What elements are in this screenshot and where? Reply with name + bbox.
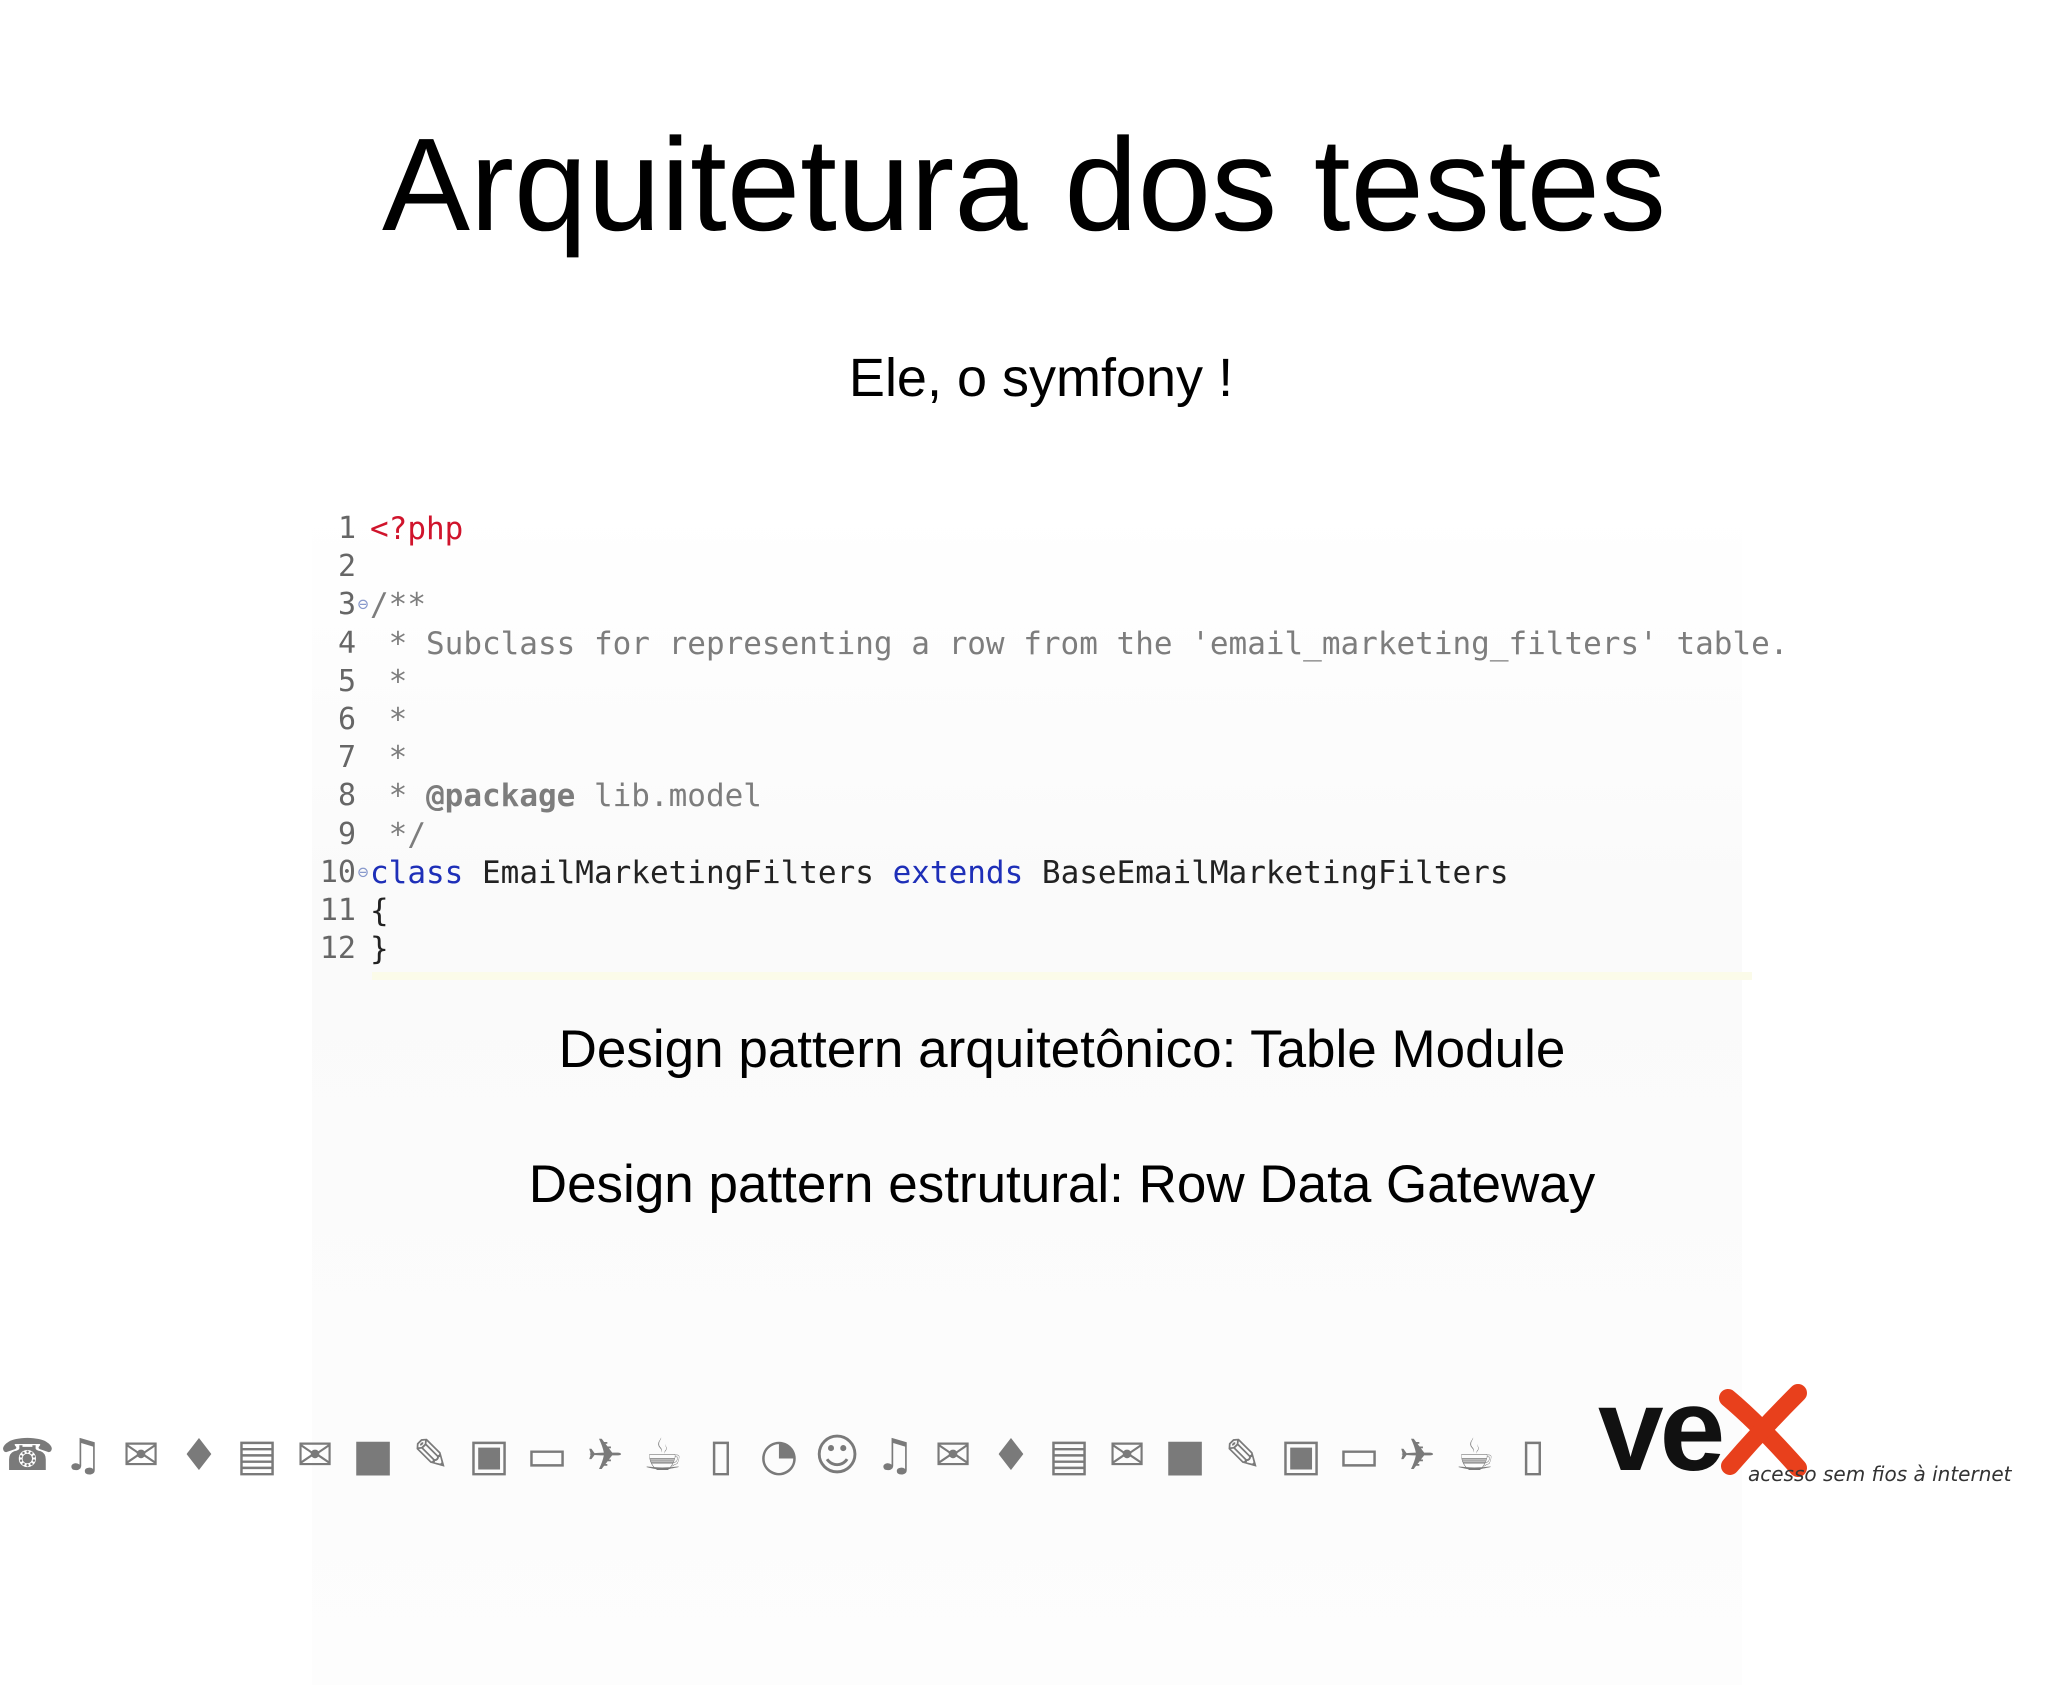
code-line: 6 * — [312, 701, 1788, 739]
line-number: 6 — [337, 701, 356, 737]
code-line: 1 <?php — [312, 510, 1788, 548]
doc-tag: @package — [426, 778, 576, 815]
class-name: EmailMarketingFilters — [463, 854, 893, 891]
logo-wordmark: ve — [1598, 1364, 1725, 1496]
line-number: 12 — [319, 931, 356, 967]
code-line: 11 { — [312, 892, 1788, 930]
code-line: 7 * — [312, 739, 1788, 777]
gift-icon: ■ — [1164, 1429, 1206, 1481]
guitar-icon: ♫ — [63, 1429, 103, 1481]
plane-icon: ✈ — [1398, 1429, 1436, 1481]
coffee-icon: ☕ — [643, 1429, 683, 1481]
line-number: 4 — [337, 625, 356, 661]
line-number: 8 — [337, 778, 356, 814]
coffee-icon: ☕ — [1455, 1429, 1495, 1481]
line-number: 2 — [337, 549, 356, 585]
line-number: 1 — [337, 511, 356, 546]
book-icon: ▤ — [1048, 1429, 1090, 1481]
mobile-icon: ▯ — [708, 1429, 734, 1481]
doc-comment-text: * — [370, 663, 408, 700]
line-number: 9 — [337, 816, 356, 852]
structural-pattern-text: Design pattern estrutural: Row Data Gate… — [528, 1155, 1596, 1214]
code-line: 9 */ — [312, 816, 1788, 854]
base-class-name: BaseEmailMarketingFilters — [1023, 854, 1509, 891]
brace-close: } — [370, 931, 389, 968]
vex-logo: ve — [1598, 1370, 1978, 1490]
slide-title: Arquitetura dos testes — [381, 111, 1667, 258]
logo-tagline: acesso sem fios à internet — [1748, 1462, 2012, 1486]
code-line: 3⊖ /** — [312, 586, 1788, 624]
code-panel — [312, 505, 1752, 1685]
line-number: 7 — [337, 740, 356, 776]
line-number: 10 — [319, 854, 356, 890]
plane-icon: ✈ — [586, 1429, 624, 1481]
doc-comment-text: * Subclass for representing a row from t… — [370, 625, 1789, 662]
line-number: 11 — [319, 892, 356, 928]
icecream-icon: ♦ — [991, 1429, 1031, 1481]
doc-comment-close: */ — [370, 816, 426, 853]
keyword-class: class — [370, 854, 464, 891]
bus-icon: ▣ — [1280, 1429, 1322, 1481]
code-line: 4 * Subclass for representing a row from… — [312, 625, 1789, 663]
code-line: 10⊖ class EmailMarketingFilters extends … — [312, 854, 1788, 892]
architectural-pattern-text: Design pattern arquitetônico: Table Modu… — [558, 1020, 1566, 1079]
line-number: 5 — [337, 663, 356, 699]
phone-icon: ☎ — [0, 1429, 55, 1481]
doc-comment-text: * — [370, 740, 408, 777]
mail-icon: ✉ — [296, 1429, 334, 1481]
gift-icon: ■ — [352, 1429, 394, 1481]
code-line: 8 * @package lib.model — [312, 777, 1788, 815]
laptop-icon: ▭ — [1338, 1429, 1380, 1481]
footer-icon-strip: ☎ ♫ ✉ ♦ ▤ ✉ ■ ✎ ▣ ▭ ✈ ☕ ▯ ◔ ☺ ♫ ✉ ♦ ▤ ✉ … — [0, 1405, 1610, 1505]
masks-icon: ☺ — [814, 1429, 860, 1481]
chat-icon: ✉ — [122, 1429, 160, 1481]
keyword-extends: extends — [892, 854, 1024, 891]
fold-toggle-icon[interactable]: ⊖ — [357, 594, 369, 616]
mobile-icon: ▯ — [1520, 1429, 1546, 1481]
pen-icon: ✎ — [412, 1429, 450, 1481]
code-line: 2 — [312, 548, 1788, 586]
code-snippet: 1 <?php 2 3⊖ /** 4 * Subclass for repres… — [312, 510, 1789, 968]
pen-icon: ✎ — [1224, 1429, 1262, 1481]
book-icon: ▤ — [236, 1429, 278, 1481]
brace-open: { — [370, 892, 389, 929]
guitar-icon: ♫ — [875, 1429, 915, 1481]
current-line-highlight — [372, 972, 1752, 980]
doc-comment-text: * — [370, 701, 408, 738]
doc-tag-value: lib.model — [575, 778, 762, 815]
doc-comment-text: * — [370, 778, 426, 815]
php-open-tag: <?php — [370, 511, 464, 547]
doc-comment-open: /** — [370, 587, 426, 624]
wifi-icon: ◔ — [759, 1429, 799, 1481]
line-number: 3 — [337, 587, 356, 623]
code-line: 12 } — [312, 930, 1788, 968]
fold-toggle-icon[interactable]: ⊖ — [357, 861, 369, 883]
slide-subtitle: Ele, o symfony ! — [848, 348, 1234, 408]
laptop-icon: ▭ — [526, 1429, 568, 1481]
icecream-icon: ♦ — [179, 1429, 219, 1481]
logo-x-mark — [1719, 1384, 1807, 1477]
mail-icon: ✉ — [1108, 1429, 1146, 1481]
chat-icon: ✉ — [934, 1429, 972, 1481]
code-line: 5 * — [312, 663, 1788, 701]
bus-icon: ▣ — [468, 1429, 510, 1481]
